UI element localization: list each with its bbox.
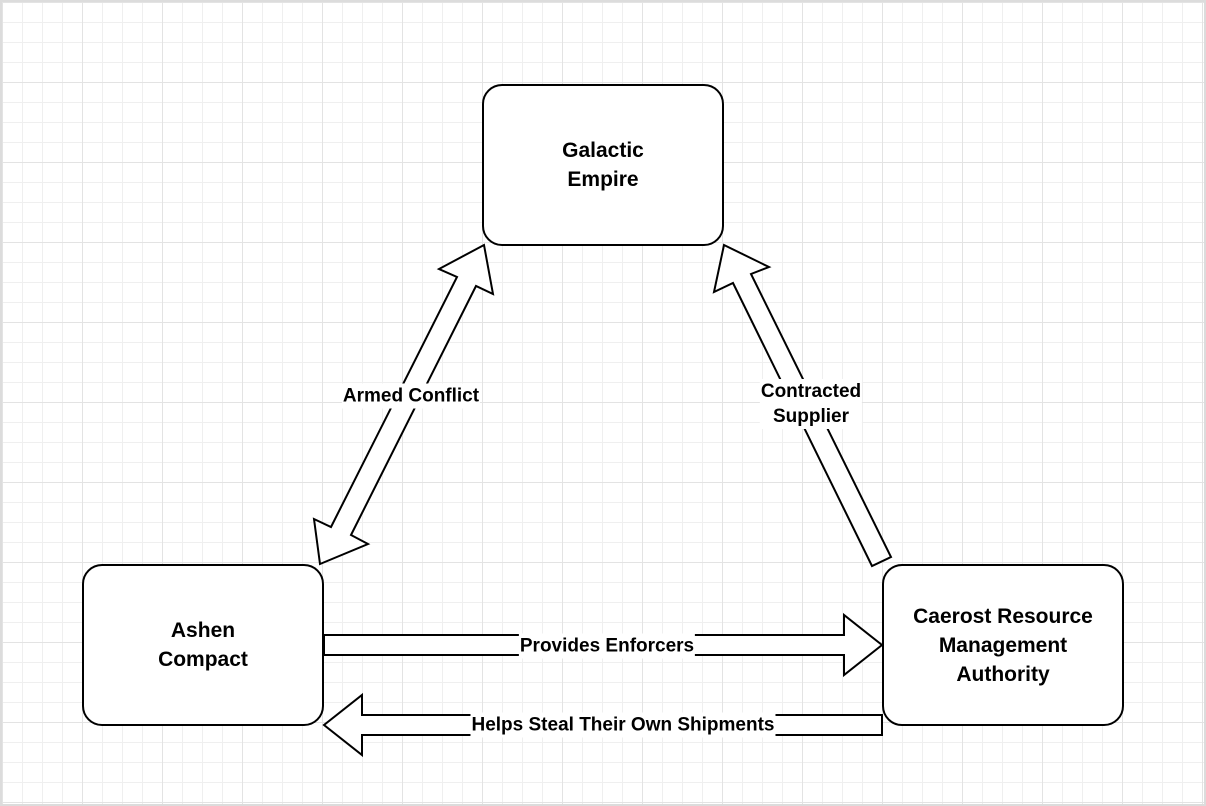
node-galactic-empire[interactable]: Galactic Empire	[482, 84, 724, 246]
node-ashen-compact[interactable]: Ashen Compact	[82, 564, 324, 726]
edge-label-armed-conflict: Armed Conflict	[341, 383, 481, 409]
edge-label-contracted-supplier: Contracted Supplier	[759, 379, 863, 429]
node-caerost-authority-label: Caerost Resource Management Authority	[913, 604, 1093, 686]
node-galactic-empire-label: Galactic Empire	[562, 139, 644, 191]
edge-label-helps-steal: Helps Steal Their Own Shipments	[470, 712, 776, 738]
node-caerost-authority[interactable]: Caerost Resource Management Authority	[882, 564, 1124, 726]
edge-label-provides-enforcers: Provides Enforcers	[518, 633, 696, 659]
node-ashen-compact-label: Ashen Compact	[158, 619, 248, 671]
